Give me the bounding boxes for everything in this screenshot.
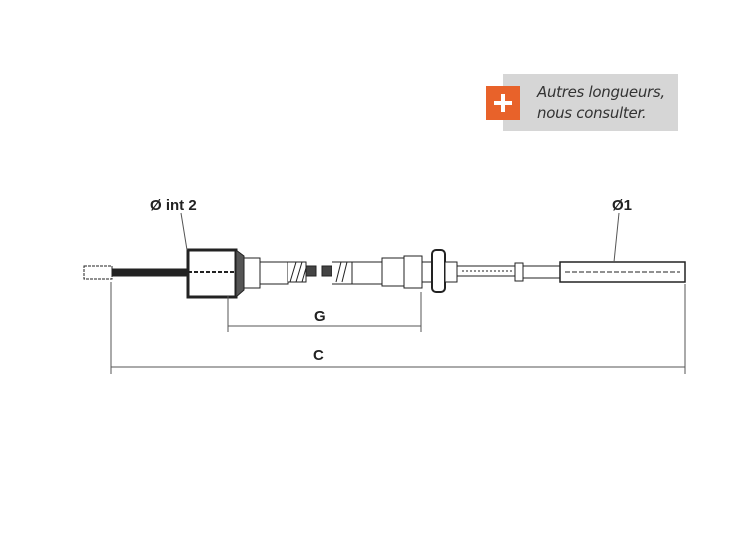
note-box bbox=[503, 74, 678, 131]
outer-diameter-label: Ø1 bbox=[612, 197, 632, 214]
inner-diameter-label: Ø int 2 bbox=[150, 197, 197, 214]
dimension-c-label: C bbox=[313, 347, 324, 364]
note-line-1: Autres longueurs, bbox=[537, 83, 665, 101]
dimension-g-label: G bbox=[314, 308, 326, 325]
note-text: Autres longueurs, nous consulter. bbox=[537, 82, 665, 124]
note-line-2: nous consulter. bbox=[537, 104, 647, 122]
cable-drawing bbox=[83, 248, 686, 299]
dimension-lines bbox=[110, 212, 686, 374]
plus-icon bbox=[486, 86, 520, 120]
